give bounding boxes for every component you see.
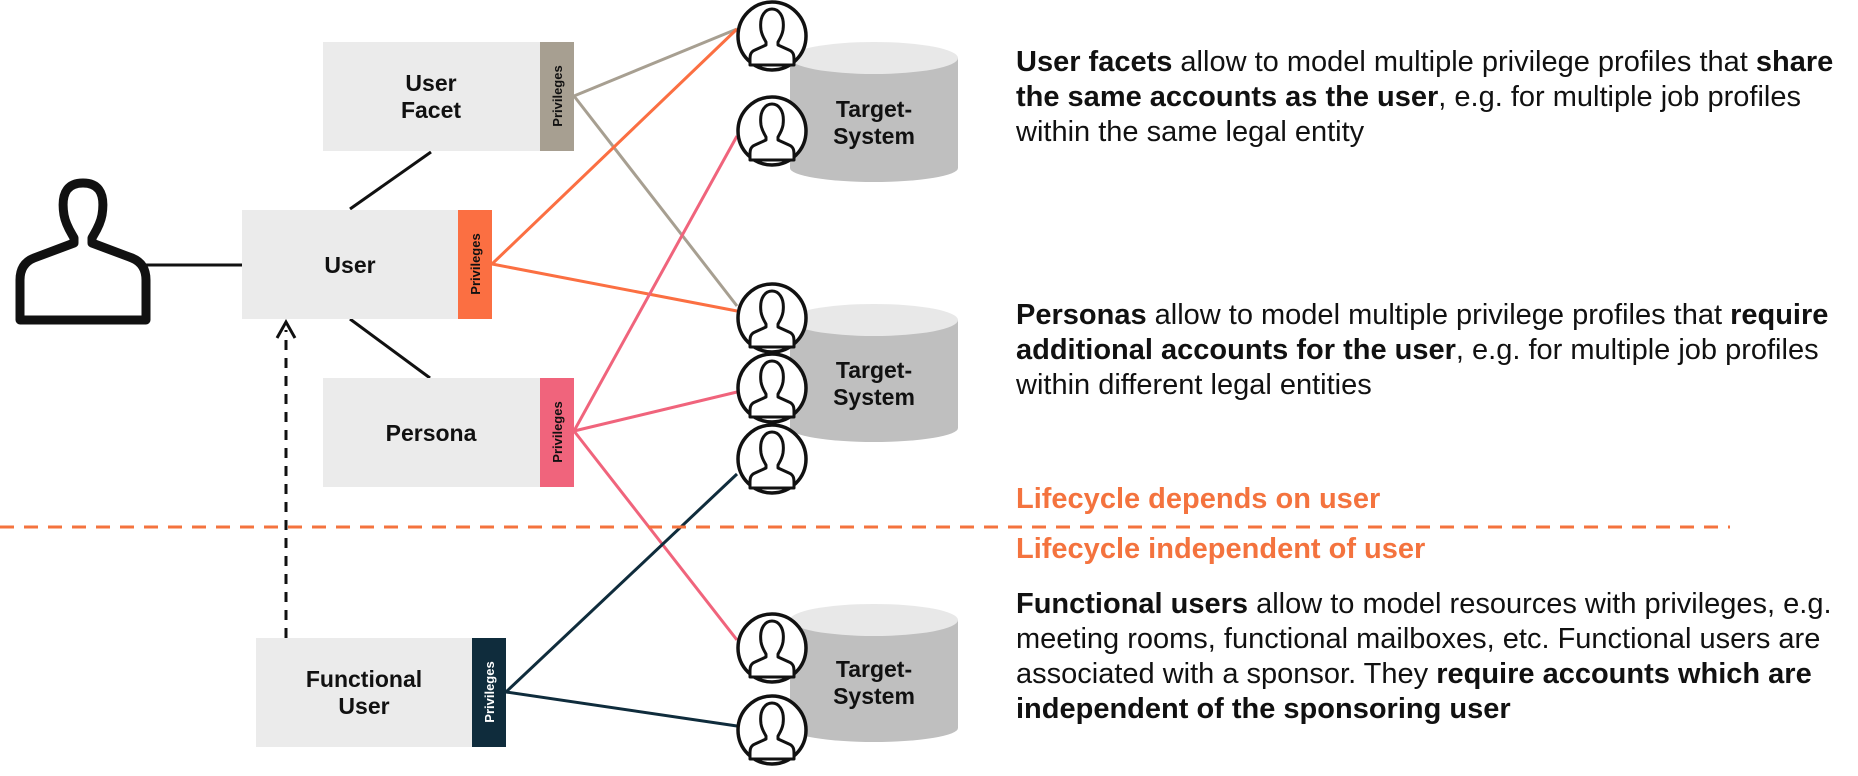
persona-privilege-line-2: [573, 390, 738, 433]
functional-user-label-line1: Functional: [306, 666, 422, 692]
target-system-1: Target- System: [790, 42, 958, 182]
lifecycle-independent-label: Lifecycle independent of user: [1016, 533, 1426, 565]
target-system-2-line1: Target-: [836, 357, 912, 383]
personas-description: Personas allow to model multiple privile…: [1016, 299, 1829, 401]
user-privilege-line-1: [490, 27, 739, 266]
persona-connector: [349, 317, 431, 380]
functional-privilege-line-2: [505, 690, 738, 728]
functional-privilege-line-1: [504, 472, 739, 694]
sponsor-arrowhead: [275, 318, 297, 339]
privilege-lines: [490, 27, 739, 728]
user-privileges-label: Privileges: [468, 233, 483, 294]
user-label: User: [324, 252, 375, 278]
functional-users-description: Functional users allow to model resource…: [1016, 588, 1832, 725]
persona-privileges-label: Privileges: [550, 401, 565, 462]
user-facet-connector: [349, 150, 432, 211]
persona-privilege-line-1: [572, 135, 739, 432]
persona-label: Persona: [386, 420, 477, 446]
target-system-3-line1: Target-: [836, 656, 912, 682]
target-system-1-line1: Target-: [836, 96, 912, 122]
functional-user-privileges-label: Privileges: [482, 661, 497, 722]
account-person-icon-2: [736, 95, 808, 167]
account-person-icon-6: [736, 612, 808, 684]
persona-box: Persona Privileges: [323, 378, 574, 487]
user-facets-term: User facets: [1016, 46, 1173, 78]
user-facet-privileges-label: Privileges: [550, 65, 565, 126]
account-person-icon-4: [736, 352, 808, 424]
account-person-icon-5: [736, 423, 808, 495]
personas-term: Personas: [1016, 299, 1147, 331]
target-system-3: Target- System: [790, 604, 958, 742]
target-system-3-line2: System: [833, 683, 915, 709]
facet-privilege-line-1: [573, 27, 738, 98]
target-system-1-line2: System: [833, 123, 915, 149]
user-privilege-line-2: [491, 262, 738, 313]
target-system-2-line2: System: [833, 384, 915, 410]
main-user-person-icon: [15, 178, 151, 325]
user-facet-label-line1: User: [405, 70, 456, 96]
facet-privilege-line-2: [572, 95, 739, 307]
functional-users-term: Functional users: [1016, 588, 1249, 620]
user-facets-description: User facets allow to model multiple priv…: [1016, 46, 1834, 148]
functional-user-label-line2: User: [338, 693, 389, 719]
account-person-icon-7: [736, 694, 808, 766]
persona-privilege-line-3: [572, 430, 739, 641]
account-person-icon-3: [736, 282, 808, 354]
target-system-2: Target- System: [790, 304, 958, 442]
account-person-icon-1: [736, 0, 808, 72]
lifecycle-depends-label: Lifecycle depends on user: [1016, 483, 1381, 515]
user-facet-box: User Facet Privileges: [323, 42, 574, 151]
functional-user-box: Functional User Privileges: [256, 638, 506, 747]
user-facet-label-line2: Facet: [401, 97, 461, 123]
user-box: User Privileges: [242, 210, 492, 319]
